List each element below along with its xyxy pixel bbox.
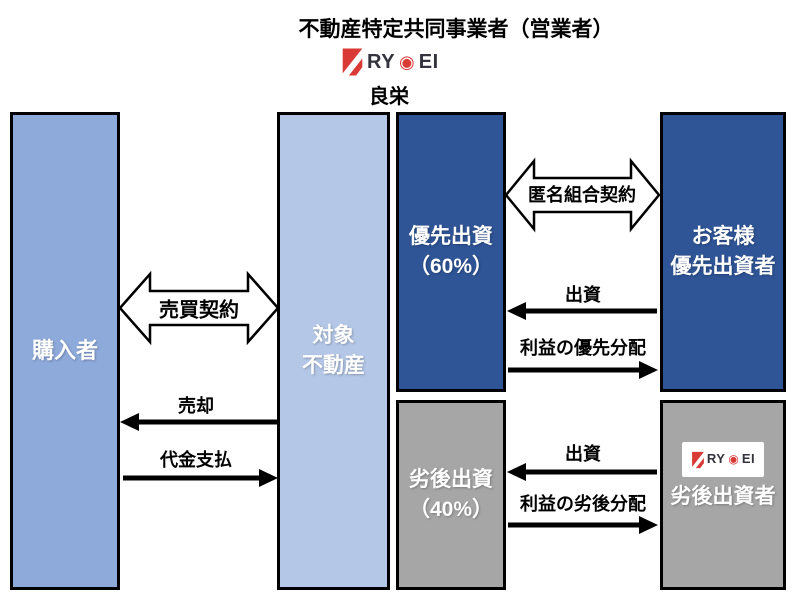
investment-top-label: 出資	[565, 285, 601, 305]
senior-investment-box: 優先出資 （60%）	[396, 112, 506, 392]
diagram-title: 不動産特定共同事業者（営業者）	[298, 18, 614, 41]
ryoei-mark-icon	[691, 451, 704, 468]
ryoei-logo: RY◉EI	[341, 47, 439, 77]
property-label-line1: 対象	[312, 323, 355, 347]
senior-label-line1: 優先出資	[409, 224, 493, 248]
subordinate-distribution-label: 利益の劣後分配	[520, 494, 646, 514]
target-property-box: 対象 不動産	[277, 112, 390, 590]
customer-label-line1: お客様	[691, 224, 755, 248]
property-label-line2: 不動産	[302, 354, 365, 377]
customer-label-line2: 優先出資者	[670, 255, 776, 278]
subordinate-investor-label: 劣後出資者	[670, 485, 776, 508]
subordinate-label-line2: （40%）	[408, 498, 494, 521]
senior-distribution-arrow	[508, 361, 658, 379]
logo-text-left: RY	[706, 451, 726, 467]
subordinate-distribution-arrow	[508, 516, 658, 534]
logo-text-left: RY	[367, 50, 396, 73]
customer-senior-investor-box: お客様 優先出資者	[660, 112, 786, 392]
sell-label: 売却	[178, 396, 214, 416]
senior-label-line2: （60%）	[408, 255, 494, 278]
logo-o-icon: ◉	[728, 451, 739, 466]
logo-o-icon: ◉	[399, 51, 415, 72]
purchaser-label: 購入者	[31, 338, 98, 364]
logo-text-right: EI	[418, 50, 439, 73]
sale-contract-label: 売買契約	[159, 299, 239, 322]
purchaser-box: 購入者	[10, 112, 120, 590]
investment-bottom-label: 出資	[565, 444, 601, 464]
payment-label: 代金支払	[160, 450, 232, 470]
logo-text-right: EI	[741, 451, 756, 467]
subordinate-label-line1: 劣後出資	[409, 467, 493, 491]
subordinate-investment-box: 劣後出資 （40%）	[396, 400, 506, 590]
subordinate-investor-box: RY◉EI 劣後出資者	[660, 400, 786, 590]
company-name: 良栄	[369, 86, 409, 108]
ryoei-logo-small: RY◉EI	[682, 442, 764, 477]
ryoei-mark-icon	[342, 48, 363, 76]
senior-distribution-label: 利益の優先分配	[520, 338, 646, 358]
anonymous-partnership-label: 匿名組合契約	[528, 185, 636, 205]
